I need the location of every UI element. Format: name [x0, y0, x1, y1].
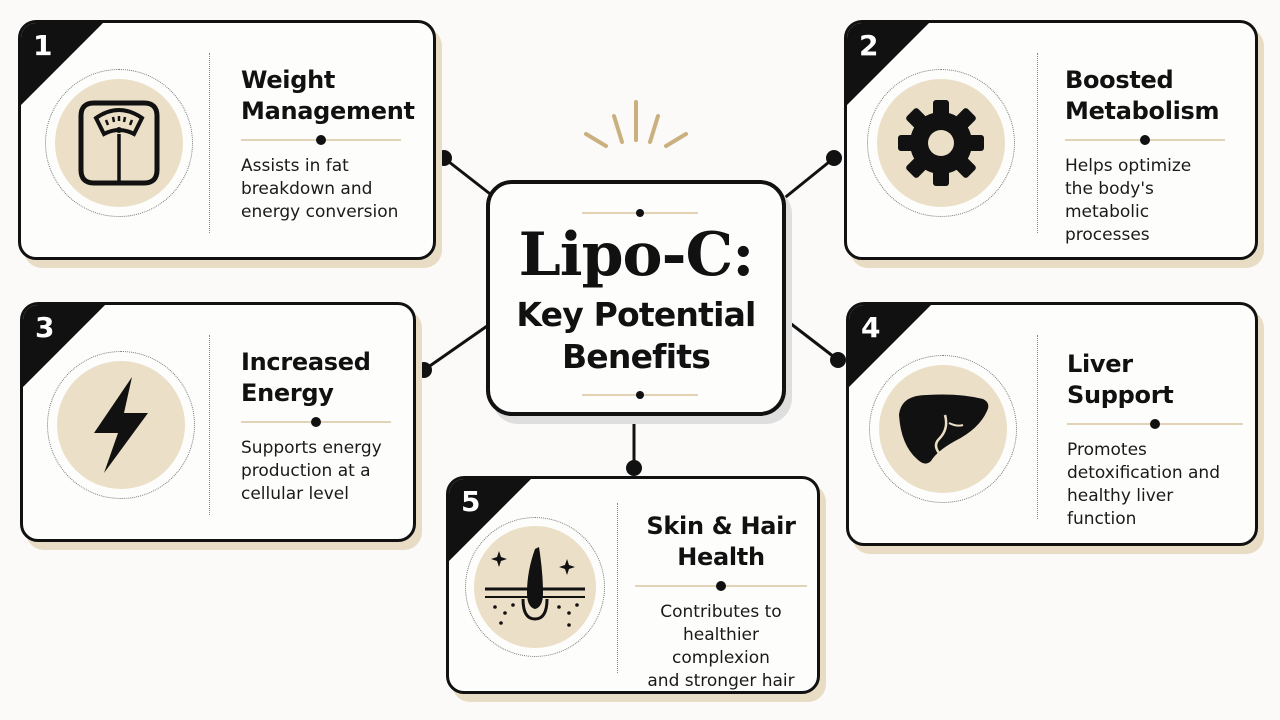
- desc-line-3: metabolic processes: [1065, 202, 1150, 245]
- liver-icon: [899, 394, 989, 464]
- icon-circle: [465, 517, 605, 657]
- center-subtitle: Key Potential Benefits: [490, 294, 782, 378]
- text-column: Skin & Hair Health Contributes to health…: [635, 511, 807, 691]
- vertical-divider: [1037, 53, 1038, 233]
- card-title-line-1: Weight: [241, 66, 336, 94]
- card-description: Helps optimize the body's metabolic proc…: [1065, 155, 1225, 247]
- card-title-line-1: Increased: [241, 348, 371, 376]
- lightning-bolt-icon: [94, 377, 148, 473]
- center-title: Lipo-C:: [518, 220, 755, 290]
- title-underline: [635, 579, 807, 593]
- desc-line-2: breakdown and: [241, 179, 373, 199]
- card-description: Supports energy production at a cellular…: [241, 437, 391, 506]
- card-title-line-2: Energy: [241, 379, 334, 407]
- title-underline: [1067, 417, 1243, 431]
- desc-line-1: Supports energy: [241, 438, 382, 458]
- scale-icon: [78, 100, 160, 186]
- benefit-card-weight-management: 1 Weight Management Assists in fat: [18, 20, 436, 260]
- desc-line-1: Promotes: [1067, 440, 1147, 460]
- desc-line-1: Assists in fat: [241, 156, 349, 176]
- vertical-divider: [209, 335, 210, 515]
- title-underline: [1065, 133, 1225, 147]
- card-title-line-2: Metabolism: [1065, 97, 1220, 125]
- connector-1: [443, 156, 495, 199]
- center-bottom-rule: [582, 391, 698, 399]
- connector-4: [785, 318, 839, 362]
- text-column: Boosted Metabolism Helps optimize the bo…: [1065, 65, 1225, 247]
- connector-dot-1: [436, 150, 452, 166]
- vertical-divider: [1037, 335, 1038, 519]
- text-column: Weight Management Assists in fat breakdo…: [241, 65, 415, 224]
- card-title-line-2: Support: [1067, 381, 1174, 409]
- card-description: Contributes to healthier complexion and …: [635, 601, 807, 691]
- card-description: Assists in fat breakdown and energy conv…: [241, 155, 401, 224]
- desc-line-2: detoxification and: [1067, 463, 1220, 483]
- center-title-box: Lipo-C: Key Potential Benefits: [486, 180, 786, 416]
- benefit-card-boosted-metabolism: 2 Boosted Metabolism: [844, 20, 1258, 260]
- card-title-line-1: Liver: [1067, 350, 1133, 378]
- desc-line-3: energy conversion: [241, 202, 399, 222]
- badge-number: 2: [859, 29, 879, 62]
- title-underline: [241, 415, 391, 429]
- connector-dot-4: [830, 352, 846, 368]
- gear-icon: [898, 100, 984, 186]
- icon-circle: [45, 69, 193, 217]
- connector-2: [781, 156, 835, 202]
- desc-line-3: healthy liver function: [1067, 486, 1174, 529]
- desc-line-3: and stronger hair: [647, 671, 795, 691]
- text-column: Liver Support Promotes detoxification an…: [1067, 349, 1243, 531]
- icon-circle: [869, 355, 1017, 503]
- title-underline: [241, 133, 401, 147]
- benefit-card-skin-hair-health: 5 Skin & Hair Health: [446, 476, 820, 694]
- card-title-line-2: Management: [241, 97, 415, 125]
- desc-line-1: Helps optimize: [1065, 156, 1192, 176]
- vertical-divider: [209, 53, 210, 233]
- connector-dot-3: [416, 362, 432, 378]
- desc-line-3: cellular level: [241, 484, 349, 504]
- center-subtitle-line-2: Benefits: [561, 337, 711, 376]
- card-title-line-1: Boosted: [1065, 66, 1174, 94]
- icon-circle: [867, 69, 1015, 217]
- badge-number: 5: [461, 485, 481, 518]
- card-description: Promotes detoxification and healthy live…: [1067, 439, 1243, 531]
- card-title: Boosted Metabolism: [1065, 65, 1225, 127]
- desc-line-2: healthier complexion: [672, 625, 770, 668]
- badge-number: 3: [35, 311, 55, 344]
- connector-dot-5: [626, 460, 642, 476]
- card-title: Weight Management: [241, 65, 415, 127]
- text-column: Increased Energy Supports energy product…: [241, 347, 391, 506]
- desc-line-2: the body's: [1065, 179, 1154, 199]
- icon-circle: [47, 351, 195, 499]
- center-top-rule: [582, 209, 698, 217]
- benefit-card-liver-support: 4 Liver Support Promotes detoxification …: [846, 302, 1258, 546]
- connector-dot-2: [826, 150, 842, 166]
- connector-3: [423, 322, 491, 372]
- desc-line-1: Contributes to: [660, 602, 782, 622]
- card-title: Skin & Hair Health: [635, 511, 807, 573]
- card-title-line-2: Health: [677, 543, 765, 571]
- benefit-card-increased-energy: 3 Increased Energy Supports energy produ…: [20, 302, 416, 542]
- sparkle-rays-icon: [584, 100, 688, 148]
- hair-follicle-icon: [485, 547, 585, 627]
- badge-number: 4: [861, 311, 881, 344]
- card-title: Liver Support: [1067, 349, 1243, 411]
- vertical-divider: [617, 503, 618, 673]
- card-title-line-1: Skin & Hair: [646, 512, 796, 540]
- card-title: Increased Energy: [241, 347, 391, 409]
- desc-line-2: production at a: [241, 461, 371, 481]
- center-subtitle-line-1: Key Potential: [516, 295, 756, 334]
- badge-number: 1: [33, 29, 53, 62]
